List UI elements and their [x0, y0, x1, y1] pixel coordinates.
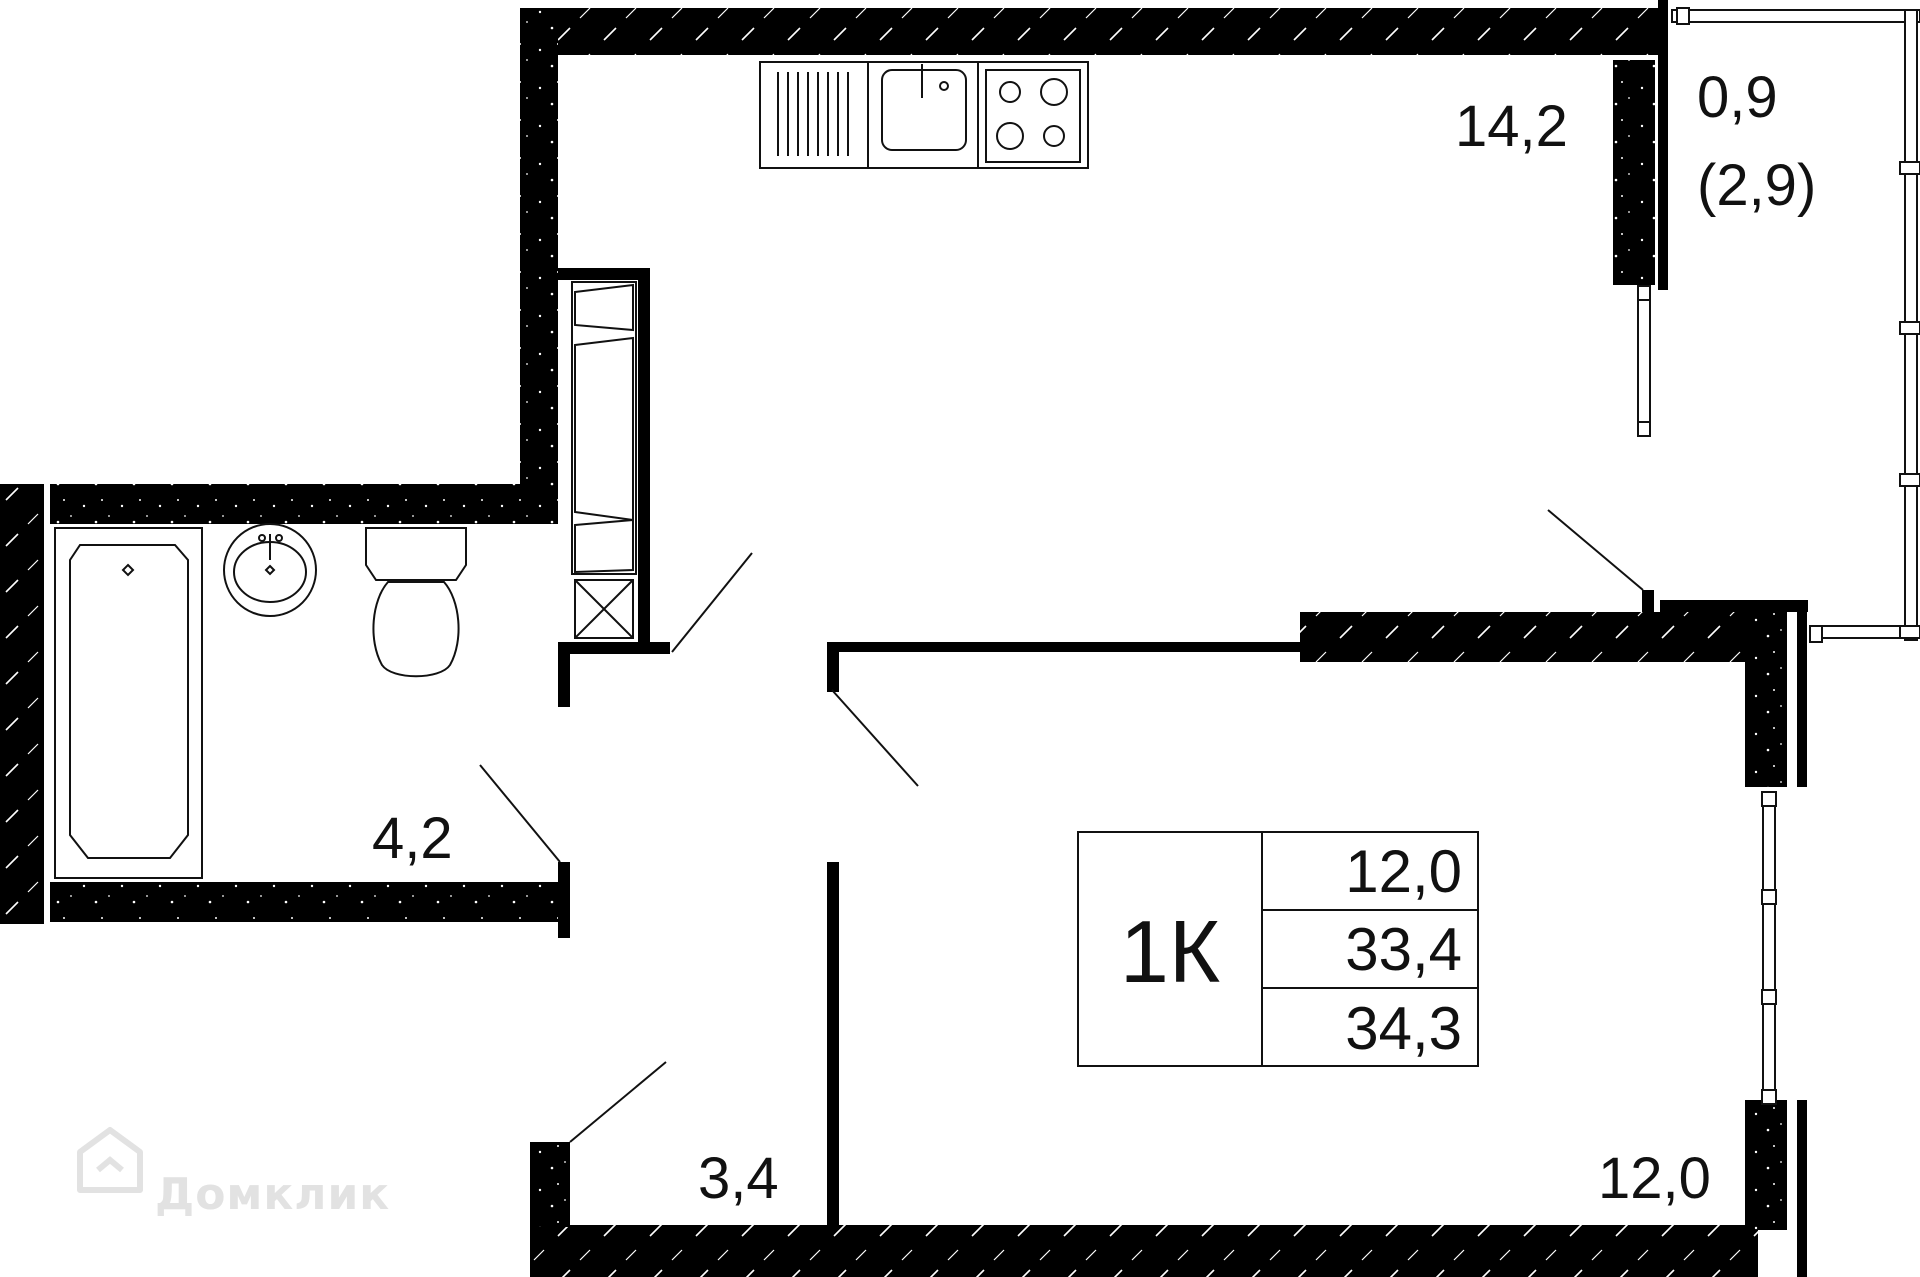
washbasin-icon — [223, 523, 317, 617]
toilet-icon — [365, 527, 467, 678]
door-entrance — [569, 1061, 667, 1143]
apartment-summary-table: 1К 12,0 33,4 34,3 — [1077, 831, 1479, 1067]
bedroom-area: 12,0 — [1598, 1146, 1711, 1211]
wall-shaft-bottom — [558, 642, 670, 654]
kitchen-counter — [759, 61, 1089, 169]
watermark-text: Домклик — [155, 1169, 390, 1220]
door-bathroom — [479, 764, 561, 863]
door-balcony — [1547, 509, 1644, 591]
wall-bedroom-right-lower — [1745, 1100, 1787, 1230]
total-area-value: 33,4 — [1345, 916, 1462, 983]
balcony-area-full: (2,9) — [1697, 153, 1816, 218]
sink-icon — [881, 64, 967, 151]
door-bedroom — [831, 689, 919, 787]
exterior-walls — [0, 0, 1808, 1277]
wall-far-left — [0, 484, 44, 924]
wall-shaft-top — [558, 268, 650, 280]
wall-bath-bottom — [50, 882, 566, 922]
wall-kitchen-left — [520, 8, 558, 491]
interior-walls — [558, 268, 1302, 1230]
wall-kitchen-right-post — [1658, 0, 1668, 290]
wall-bedroom-top — [1300, 612, 1756, 662]
wall-bedroom-right-lower-post — [1797, 1100, 1807, 1277]
house-icon — [77, 1127, 143, 1193]
dish-rack-icon — [777, 72, 849, 156]
wall-hall-left-post — [827, 642, 839, 692]
bathroom-fixtures — [54, 523, 467, 879]
door-kitchen — [671, 552, 753, 653]
bathroom-area: 4,2 — [372, 806, 453, 871]
wall-bedroom-right-upper — [1745, 612, 1787, 787]
hallway-area: 3,4 — [698, 1146, 779, 1211]
wall-kitchen-left-stub — [558, 642, 570, 707]
wall-bedroom-top-thin — [827, 642, 1302, 652]
kitchen-area: 14,2 — [1455, 94, 1568, 159]
room-labels: 14,2 0,9 (2,9) 4,2 3,4 12,0 — [372, 65, 1816, 1211]
ventilation-shaft — [571, 281, 637, 639]
wall-bath-top — [50, 484, 558, 524]
apartment-type: 1К — [1120, 902, 1220, 1001]
balcony-area: 0,9 — [1697, 65, 1778, 130]
door-swings — [479, 509, 1644, 1143]
wall-top — [520, 8, 1658, 55]
wall-balcony-notch — [1642, 590, 1654, 612]
wall-shaft-right — [638, 268, 650, 648]
bathtub-icon — [54, 527, 203, 879]
watermark: Домклик — [77, 1127, 390, 1220]
wall-balcony-bottom — [1660, 600, 1808, 612]
total-area-with-balcony-value: 34,3 — [1345, 995, 1462, 1062]
living-area-value: 12,0 — [1345, 838, 1462, 905]
wall-bottom — [530, 1225, 1758, 1277]
stove-icon — [985, 69, 1081, 163]
wall-hall-right-thin — [827, 862, 839, 1230]
balcony-frame — [1637, 7, 1920, 1105]
wall-bath-right-stub — [558, 862, 570, 938]
wall-bedroom-right-upper-post — [1797, 612, 1807, 787]
wall-hall-stub — [530, 1142, 570, 1227]
wall-kitchen-right-pillar — [1613, 60, 1655, 285]
